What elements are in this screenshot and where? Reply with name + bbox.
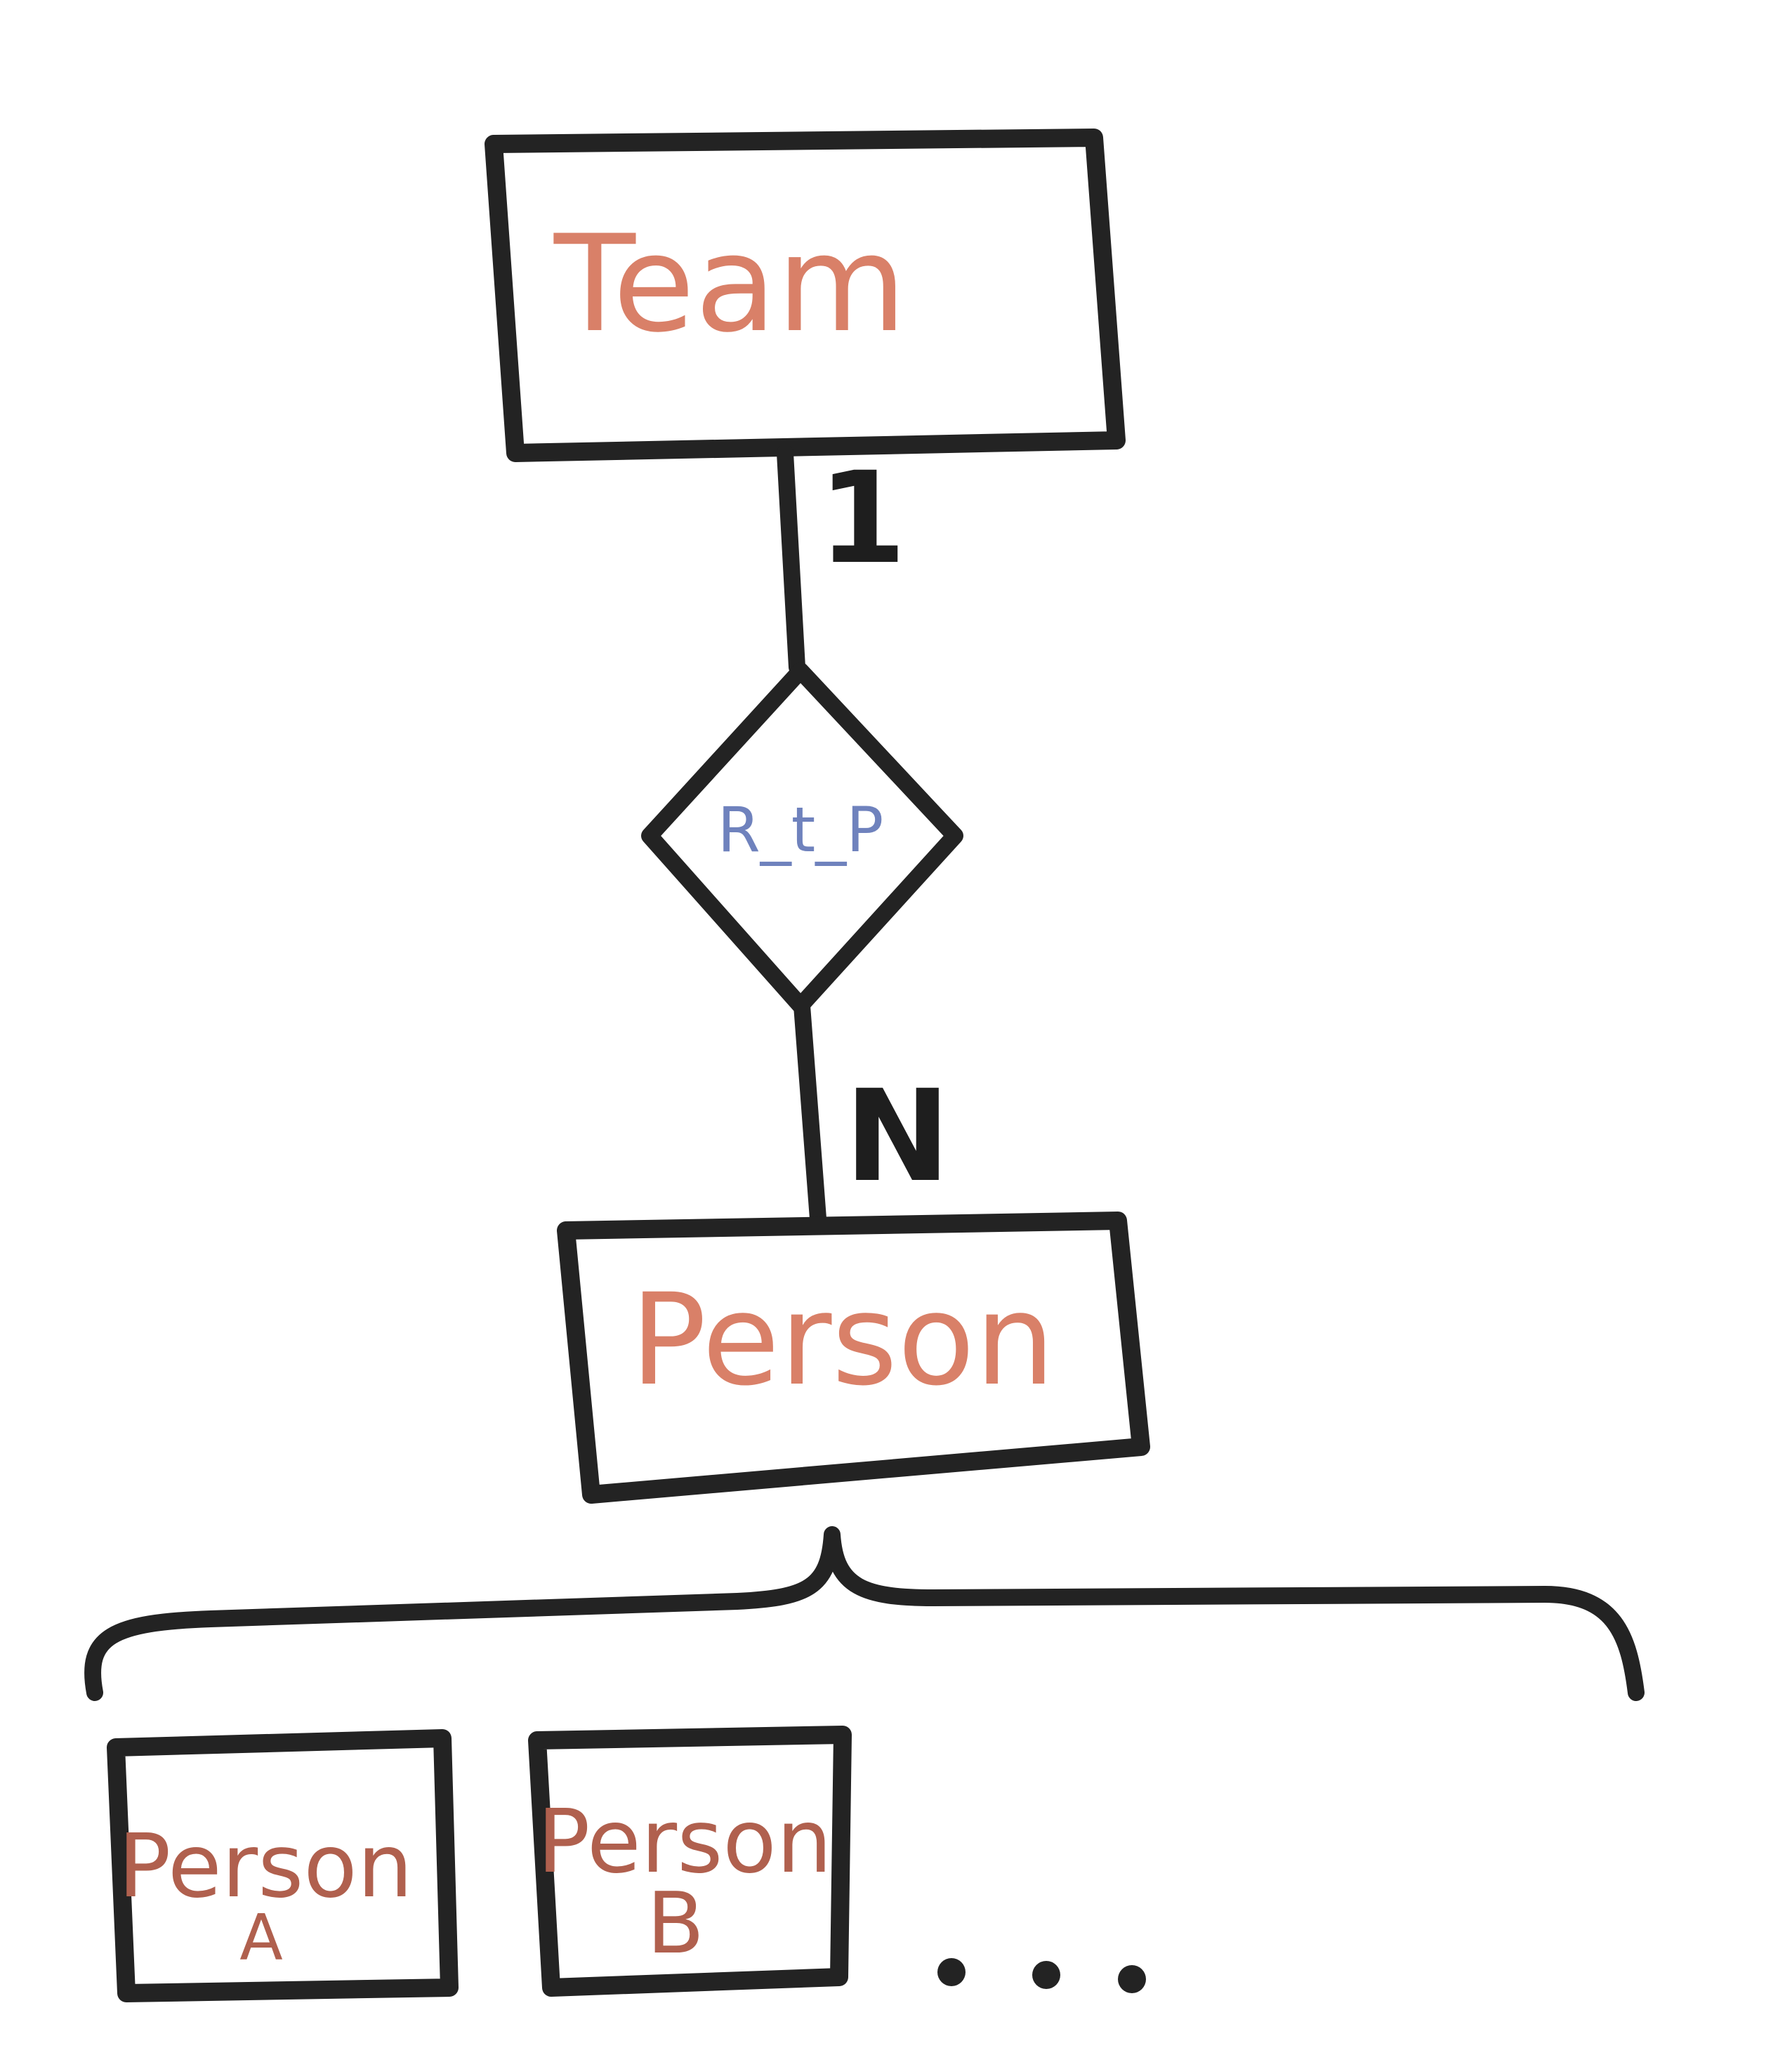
instance-person-b-line1: Person <box>537 1791 832 1893</box>
more-instances-indicator: ... <box>937 1958 1146 2009</box>
relationship-person-line <box>793 997 826 1227</box>
person-entity: Person <box>557 1212 1150 1504</box>
instance-person-b-box <box>528 1726 852 1997</box>
cardinality-person-side: N <box>845 1063 951 1210</box>
instance-person-a-line1: Person <box>118 1816 413 1917</box>
relationship-label: R_t_P <box>718 794 884 866</box>
instance-person-b-line2: B <box>647 1875 704 1973</box>
instance-person-a-box <box>107 1729 459 2002</box>
ellipsis-dot <box>937 1958 966 1986</box>
cardinality-team-side: 1 <box>818 445 906 592</box>
instances-brace <box>84 1526 1645 1701</box>
ellipsis-dot <box>1118 1965 1146 1993</box>
team-entity: Team <box>485 129 1126 462</box>
team-entity-box <box>485 129 1126 462</box>
person-entity-label: Person <box>631 1267 1055 1414</box>
instance-person-b: Person B <box>528 1726 852 1997</box>
relationship: R_t_P <box>641 662 963 1014</box>
team-entity-label: Team <box>553 206 907 362</box>
instance-person-a-line2: A <box>239 1901 283 1975</box>
more-instances-text: ... <box>1046 2008 1048 2009</box>
instance-person-a: Person A <box>107 1729 459 2002</box>
ellipsis-dot <box>1032 1961 1060 1989</box>
team-relationship-line <box>777 445 805 676</box>
person-entity-box <box>557 1212 1150 1504</box>
